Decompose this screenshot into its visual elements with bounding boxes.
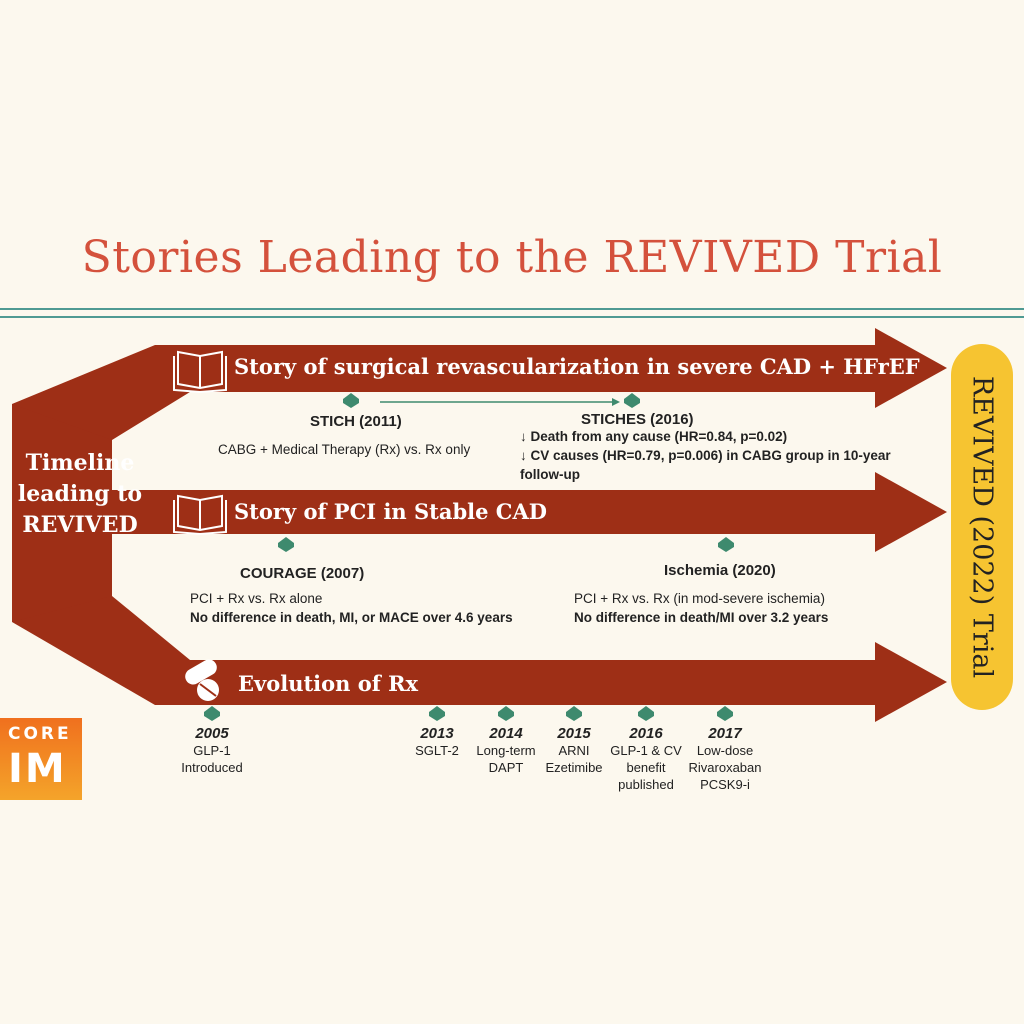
band-title-surgical: Story of surgical revascularization in s… — [234, 354, 920, 379]
rx-event-2017: 2017 Low-dose Rivaroxaban PCSK9-i — [670, 725, 780, 793]
revived-trial-pill — [951, 344, 1013, 710]
courage-result: No difference in death, MI, or MACE over… — [190, 610, 513, 625]
logo-core-text: CORE — [8, 724, 72, 744]
ischemia-description: PCI + Rx vs. Rx (in mod-severe ischemia) — [574, 591, 825, 606]
rx-detail: published — [618, 777, 674, 792]
rx-marker-2017 — [717, 706, 733, 721]
title-divider-bottom — [0, 316, 1024, 318]
rx-marker-2014 — [498, 706, 514, 721]
band-title-pci: Story of PCI in Stable CAD — [234, 499, 548, 524]
rx-event-2014: 2014 Long-term DAPT — [451, 725, 561, 776]
band-arrow-pci — [112, 472, 947, 552]
ischemia-result: No difference in death/MI over 3.2 years — [574, 610, 829, 625]
rx-detail: ARNI — [558, 743, 590, 758]
band-arrow-rx — [155, 642, 947, 722]
rx-detail: Long-term — [476, 743, 536, 758]
stiches-result-2: ↓ CV causes (HR=0.79, p=0.006) in CABG g… — [520, 448, 891, 463]
stich-marker — [343, 393, 359, 408]
rx-year: 2005 — [195, 725, 229, 742]
rx-year: 2013 — [420, 725, 454, 742]
top-connector — [12, 345, 190, 440]
rx-event-2016: 2016 GLP-1 & CV benefit published — [591, 725, 701, 793]
rx-detail: GLP-1 & CV — [610, 743, 682, 758]
title-divider-top — [0, 308, 1024, 310]
rx-detail: DAPT — [488, 760, 524, 775]
logo-im-text: IM — [8, 746, 67, 792]
rx-marker-2013 — [429, 706, 445, 721]
rx-marker-2016 — [638, 706, 654, 721]
rx-detail: Low-dose — [696, 743, 754, 758]
stiches-result-3: follow-up — [520, 467, 580, 482]
stiches-name: STICHES (2016) — [581, 411, 694, 428]
stiches-marker — [624, 393, 640, 408]
revived-trial-label: REVIVED (2022) Trial — [966, 375, 998, 679]
stich-description: CABG + Medical Therapy (Rx) vs. Rx only — [218, 442, 471, 457]
rx-detail: benefit — [626, 760, 666, 775]
rx-detail: Introduced — [181, 760, 243, 775]
rx-year: 2017 — [708, 725, 742, 742]
ischemia-name: Ischemia (2020) — [664, 562, 776, 579]
rx-event-2005: 2005 GLP-1 Introduced — [157, 725, 267, 776]
courage-name: COURAGE (2007) — [240, 565, 365, 582]
stiches-result-1: ↓ Death from any cause (HR=0.84, p=0.02) — [520, 429, 788, 444]
ischemia-marker — [718, 537, 734, 552]
stich-name: STICH (2011) — [310, 413, 402, 430]
timeline-label: Timeline leading to REVIVED — [17, 450, 143, 538]
rx-detail: SGLT-2 — [415, 743, 459, 758]
band-arrow-surgical — [155, 328, 947, 408]
page-title: Stories Leading to the REVIVED Trial — [81, 232, 943, 283]
stich-to-stiches-arrowhead — [612, 398, 620, 406]
timeline-block — [12, 404, 112, 622]
rx-detail: Ezetimibe — [545, 760, 603, 775]
band-title-rx: Evolution of Rx — [238, 671, 419, 696]
rx-year: 2015 — [557, 725, 591, 742]
book-icon — [173, 350, 227, 394]
rx-year: 2016 — [629, 725, 663, 742]
courage-marker — [278, 537, 294, 552]
rx-year: 2014 — [489, 725, 523, 742]
core-im-logo: CORE IM — [0, 718, 82, 800]
rx-event-2015: 2015 ARNI Ezetimibe — [519, 725, 629, 776]
rx-event-2013: 2013 SGLT-2 — [382, 725, 492, 759]
rx-detail: PCSK9-i — [700, 777, 750, 792]
rx-marker-2005 — [204, 706, 220, 721]
bottom-connector — [12, 596, 190, 705]
rx-marker-2015 — [566, 706, 582, 721]
pills-icon — [185, 659, 219, 701]
courage-description: PCI + Rx vs. Rx alone — [190, 591, 323, 606]
rx-detail: Rivaroxaban — [688, 760, 762, 775]
rx-detail: GLP-1 — [193, 743, 231, 758]
book-icon — [173, 494, 227, 536]
